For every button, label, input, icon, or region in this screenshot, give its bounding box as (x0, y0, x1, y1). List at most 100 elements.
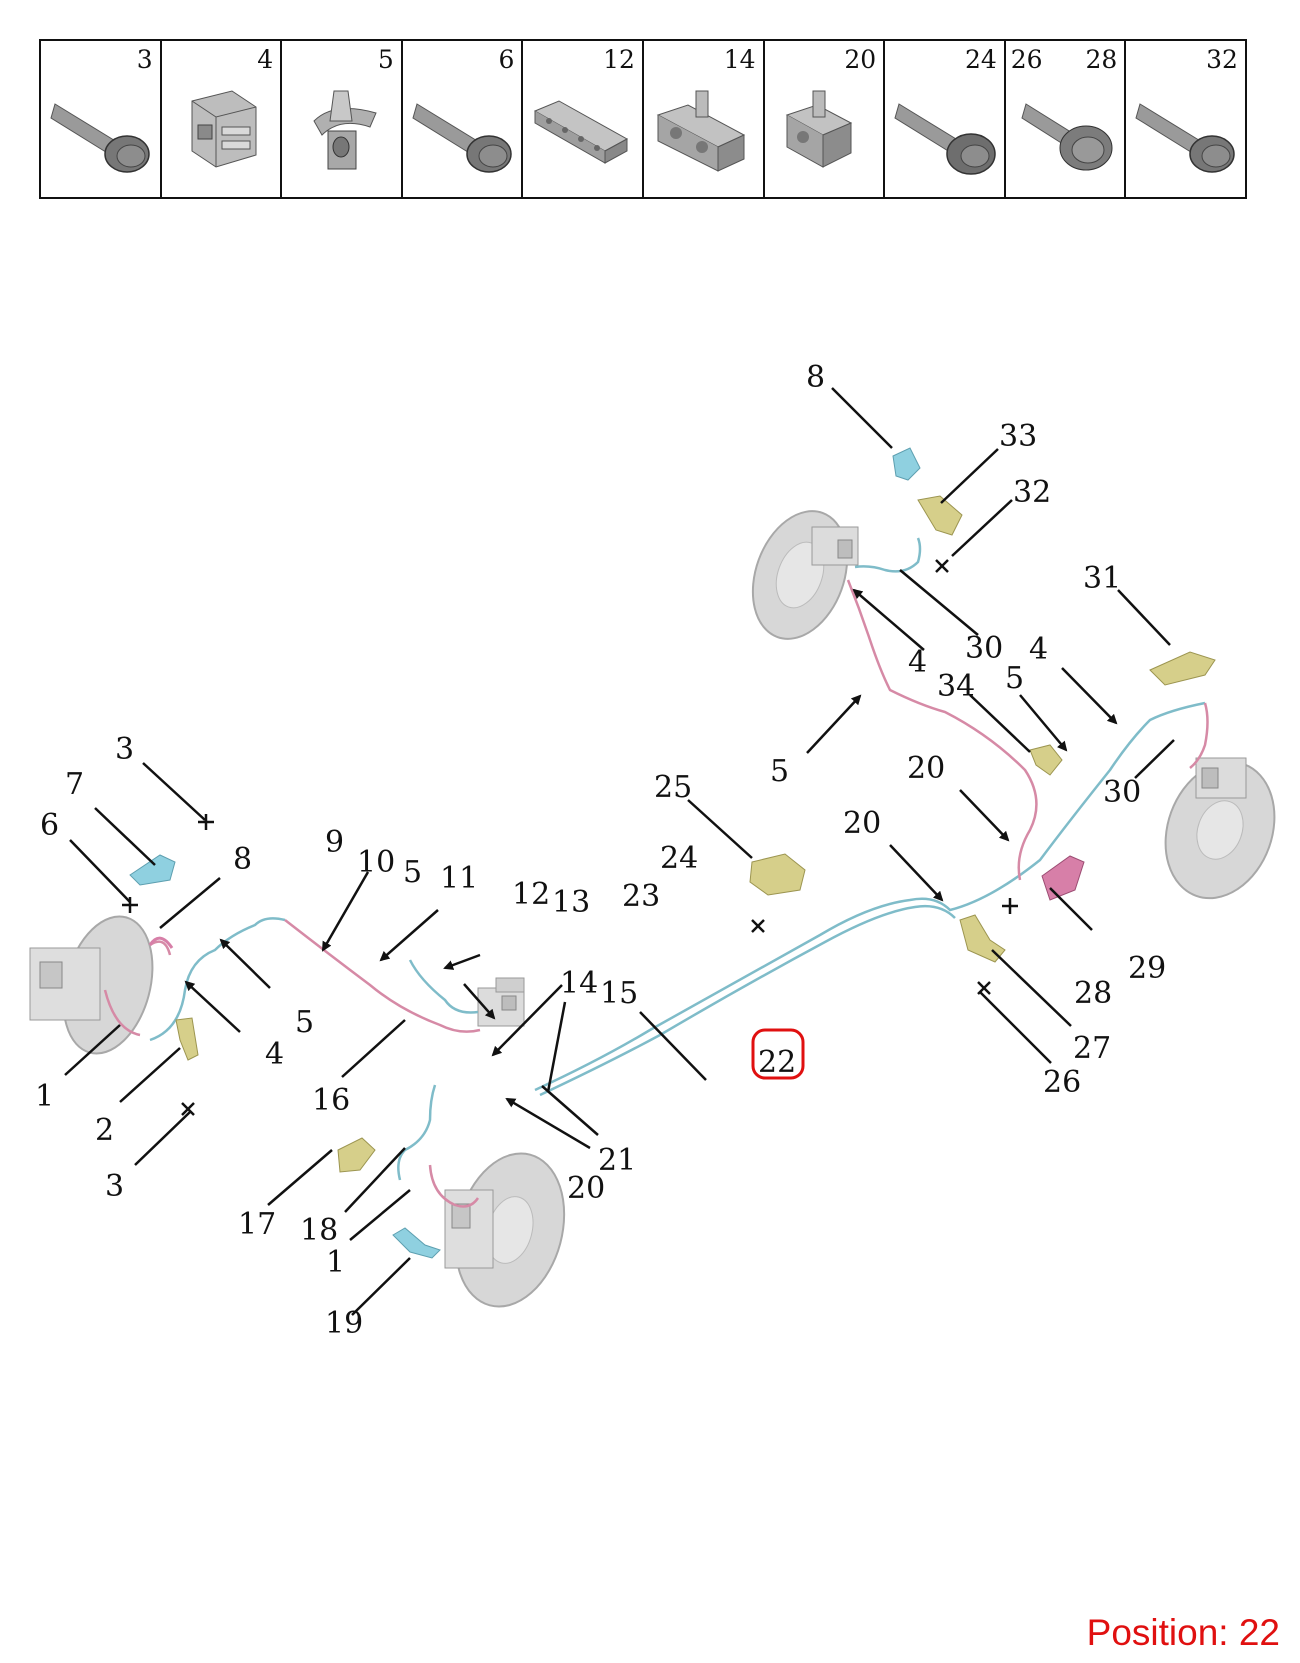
legend-number: 3 (136, 45, 153, 74)
legend-cell: 6 (403, 41, 524, 197)
highlight-box-22 (751, 1028, 805, 1080)
callout-33: 33 (999, 419, 1037, 454)
parts-legend: 3 4 5 (39, 39, 1247, 199)
callout-5: 5 (770, 754, 789, 789)
legend-number: 6 (498, 45, 515, 74)
washer-bolt-icon (1021, 103, 1113, 171)
bolt-icon (412, 103, 512, 173)
callout-20: 20 (567, 1171, 605, 1206)
bracket-29 (1041, 855, 1085, 901)
legend-number-secondary: 28 (1085, 45, 1118, 74)
callout-28: 28 (1074, 976, 1112, 1011)
legend-number: 5 (377, 45, 394, 74)
bracket-33 (917, 495, 963, 536)
callout-22: 22 (758, 1045, 796, 1080)
callout-27: 27 (1073, 1031, 1111, 1066)
legend-cell: 12 (523, 41, 644, 197)
callout-4: 4 (908, 645, 927, 680)
position-indicator: Position: 22 (1086, 1612, 1280, 1653)
abs-hydraulic-unit (477, 977, 525, 1027)
callout-19: 19 (325, 1306, 363, 1341)
bracket-2 (175, 1017, 199, 1061)
legend-number: 24 (964, 45, 997, 74)
callout-30: 30 (965, 631, 1003, 666)
leader-lines (64, 387, 1175, 1316)
callout-34: 34 (937, 669, 975, 704)
legend-number: 20 (844, 45, 877, 74)
callout-20: 20 (843, 806, 881, 841)
legend-number: 14 (723, 45, 756, 74)
callout-15: 15 (600, 976, 638, 1011)
callout-13: 13 (552, 885, 590, 920)
arrow-leaders (184, 588, 1118, 1150)
callout-5: 5 (1005, 661, 1024, 696)
fastener-marks (122, 559, 1018, 1116)
callout-4: 4 (1029, 632, 1048, 667)
callout-29: 29 (1128, 951, 1166, 986)
callout-17: 17 (238, 1207, 276, 1242)
callout-24: 24 (660, 841, 698, 876)
callout-6: 6 (40, 808, 59, 843)
legend-cell: 24 (885, 41, 1006, 197)
callout-1: 1 (326, 1245, 345, 1280)
callout-21: 21 (598, 1143, 636, 1178)
callout-8: 8 (806, 360, 825, 395)
callout-labels: 8 33 32 31 4 30 4 5 34 5 20 30 20 25 24 … (35, 360, 1166, 1341)
legend-number: 26 (1010, 45, 1043, 74)
callout-25: 25 (654, 770, 692, 805)
callout-30: 30 (1103, 775, 1141, 810)
legend-cell: 20 (765, 41, 886, 197)
bracket-17 (337, 1137, 376, 1173)
double-clip-icon (656, 90, 746, 172)
clip-8-lower (148, 936, 174, 949)
callout-3: 3 (115, 732, 134, 767)
push-clip-icon (313, 90, 377, 170)
callout-7: 7 (65, 767, 84, 802)
bracket-34 (1029, 744, 1063, 776)
legend-cell: 14 (644, 41, 765, 197)
legend-cell: 32 (1126, 41, 1245, 197)
legend-number: 12 (603, 45, 635, 74)
callout-8: 8 (233, 842, 252, 877)
callout-10: 10 (357, 845, 395, 880)
callout-20: 20 (907, 751, 945, 786)
bracket-19 (392, 1227, 441, 1259)
bracket-25 (749, 853, 806, 896)
callout-23: 23 (622, 879, 660, 914)
callout-18: 18 (300, 1213, 338, 1248)
callout-16: 16 (312, 1083, 350, 1118)
rear-left-brake-disc (751, 510, 859, 640)
pipe-holder-icon (534, 100, 629, 164)
callout-9: 9 (325, 825, 344, 860)
single-clip-icon (785, 90, 852, 168)
nut-clip-icon (191, 90, 257, 168)
legend-number: 32 (1206, 45, 1238, 74)
callout-12: 12 (512, 877, 550, 912)
callout-5: 5 (403, 855, 422, 890)
bolt-icon (894, 103, 996, 175)
legend-cell: 5 (282, 41, 403, 197)
legend-cell: 3 (41, 41, 162, 197)
bracket-31 (1149, 651, 1216, 686)
callout-4: 4 (265, 1037, 284, 1072)
callout-32: 32 (1013, 475, 1051, 510)
legend-cell: 4 (162, 41, 283, 197)
callout-11: 11 (440, 861, 478, 896)
callout-1: 1 (35, 1079, 54, 1114)
bracket-7 (129, 854, 176, 886)
bolt-icon (50, 103, 150, 173)
callout-31: 31 (1083, 561, 1121, 596)
callout-5: 5 (295, 1005, 314, 1040)
callout-2: 2 (95, 1113, 114, 1148)
front-left-brake-disc (29, 915, 154, 1055)
bracket-8-upper (892, 447, 921, 481)
callout-3: 3 (105, 1169, 124, 1204)
callout-26: 26 (1043, 1065, 1081, 1100)
legend-number: 4 (257, 45, 274, 74)
callout-14: 14 (560, 966, 598, 1001)
legend-cell: 26 28 (1006, 41, 1127, 197)
brake-lines-blue (149, 537, 1206, 1181)
bolt-icon (1135, 103, 1236, 173)
front-right-brake-disc (444, 1152, 566, 1308)
